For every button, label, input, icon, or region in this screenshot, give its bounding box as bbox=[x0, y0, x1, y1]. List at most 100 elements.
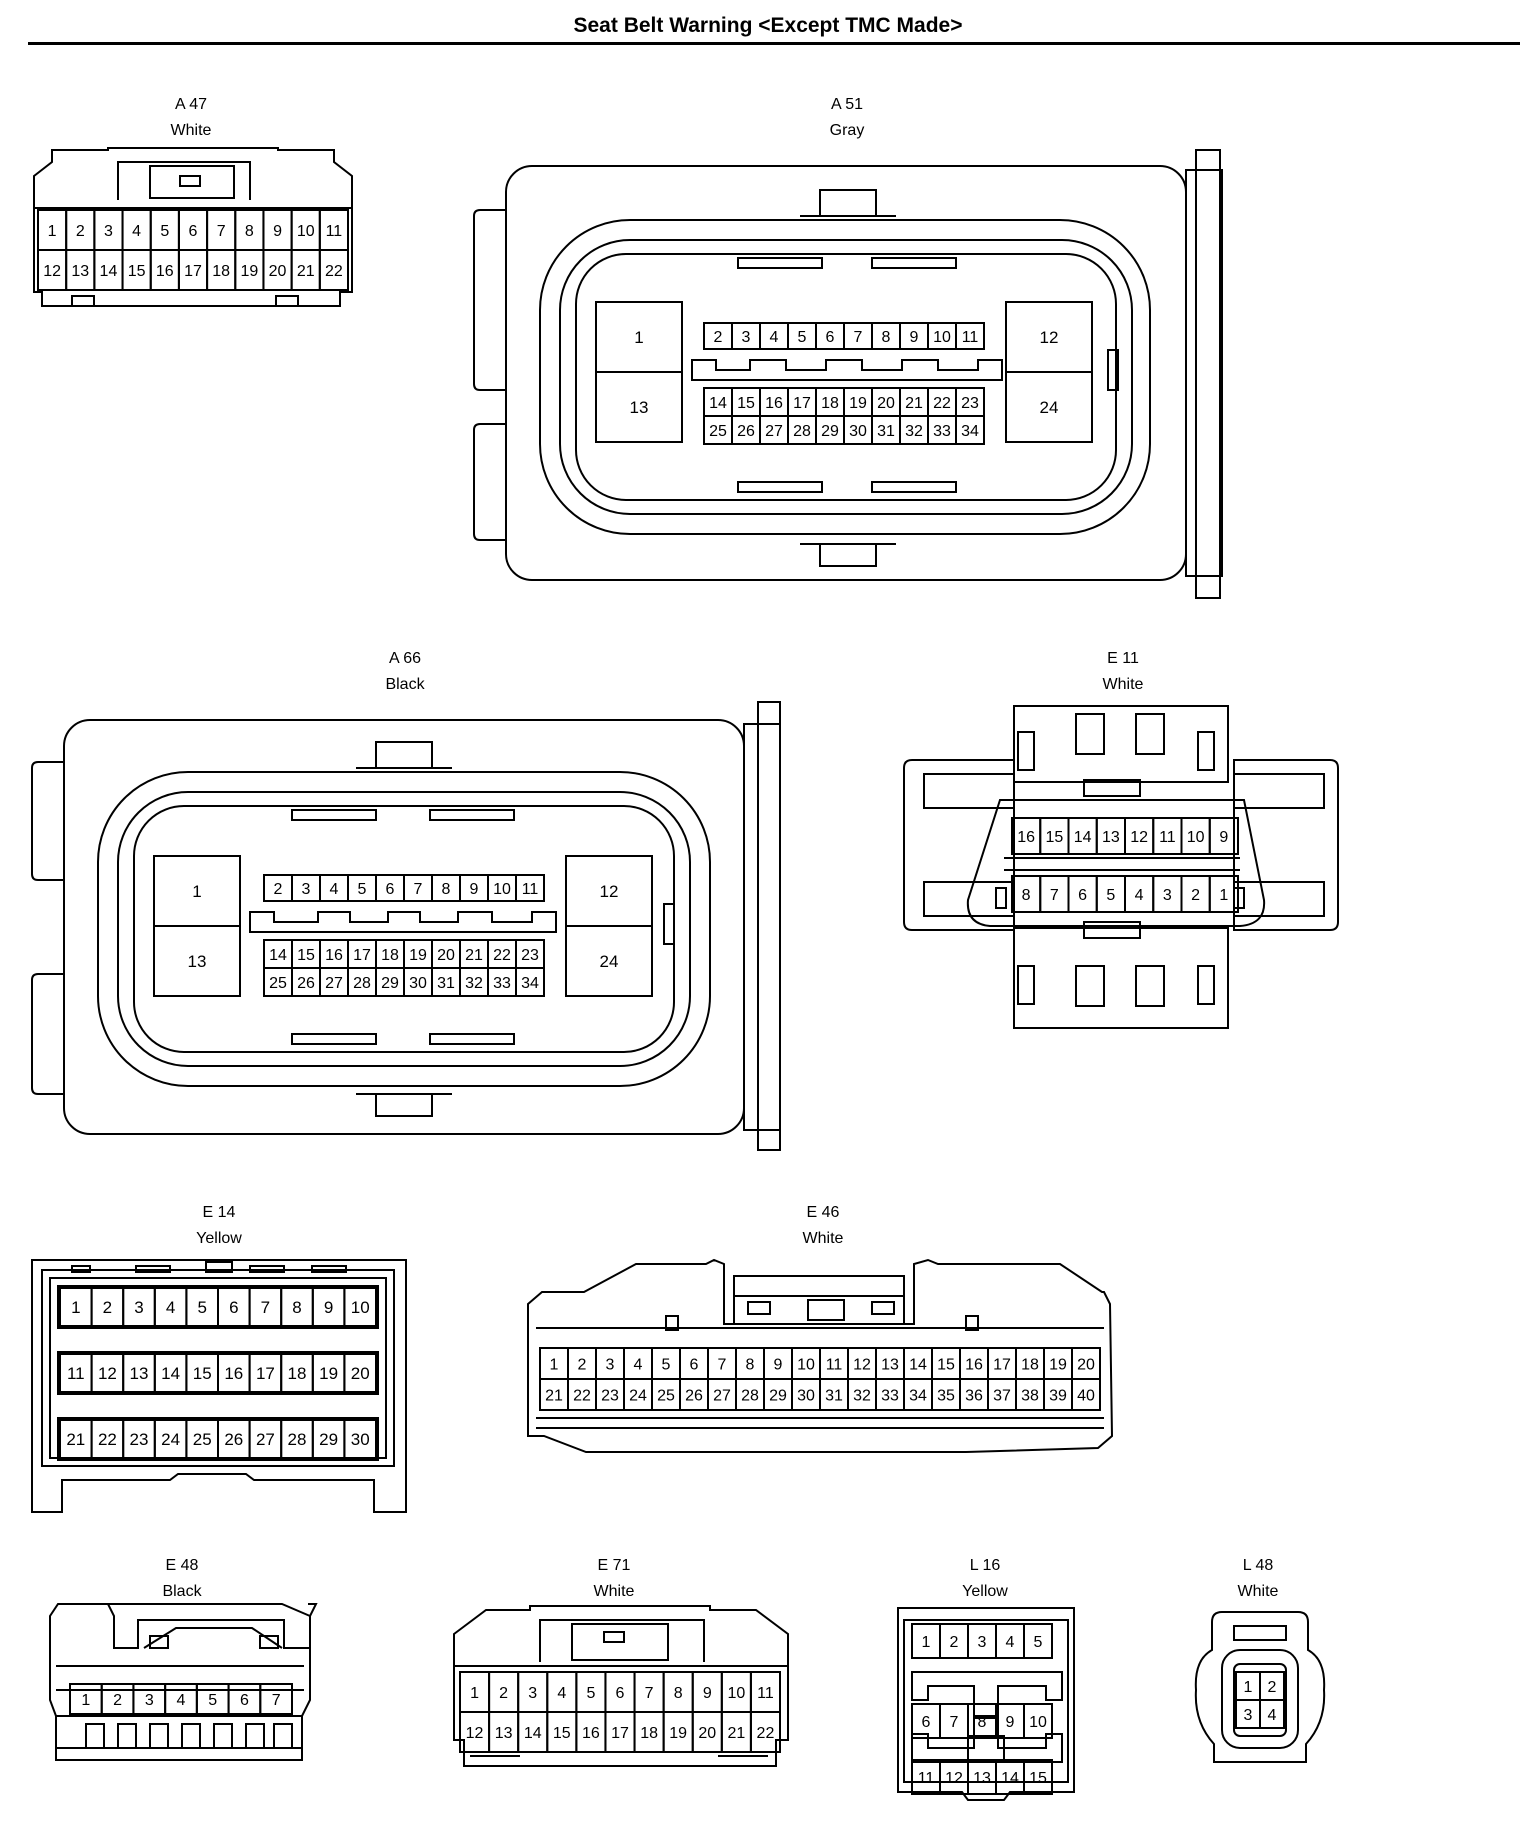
pin-cell bbox=[515, 874, 545, 902]
pin-number: 6 bbox=[229, 1298, 238, 1317]
pin-number: 5 bbox=[586, 1685, 595, 1702]
pin-number: 13 bbox=[495, 1725, 513, 1742]
pin-number: 20 bbox=[351, 1364, 370, 1383]
pin-number: 4 bbox=[166, 1298, 175, 1317]
pin-number: 7 bbox=[645, 1685, 654, 1702]
pin-number: 8 bbox=[442, 881, 451, 898]
connector-color: White bbox=[170, 122, 212, 139]
pin-number: 26 bbox=[297, 975, 315, 992]
pin-cell bbox=[1005, 371, 1093, 443]
pin-number: 14 bbox=[100, 263, 118, 280]
pin-number: 19 bbox=[409, 947, 427, 964]
pin-block: 1 13 bbox=[595, 301, 683, 443]
pin-number: 8 bbox=[978, 1714, 987, 1731]
pin-number: 27 bbox=[325, 975, 343, 992]
connector-label-e46: E 46 White bbox=[723, 1200, 923, 1252]
pin-number: 3 bbox=[742, 329, 751, 346]
connector-code: E 46 bbox=[806, 1204, 840, 1221]
pin-number: 25 bbox=[193, 1430, 212, 1449]
pin-number: 6 bbox=[922, 1714, 931, 1731]
pin-number: 12 bbox=[600, 882, 619, 901]
pin-number: 5 bbox=[208, 1692, 217, 1709]
pin-cell bbox=[565, 925, 653, 997]
connector-color: Yellow bbox=[196, 1230, 242, 1247]
pin-cell bbox=[153, 925, 241, 997]
pin-number: 14 bbox=[269, 947, 287, 964]
pin-cell bbox=[1259, 1699, 1285, 1729]
pin-number: 33 bbox=[933, 423, 951, 440]
pin-number: 9 bbox=[470, 881, 479, 898]
pin-number: 3 bbox=[1163, 887, 1172, 904]
pin-number: 16 bbox=[582, 1725, 600, 1742]
pin-number: 4 bbox=[330, 881, 339, 898]
pin-number: 16 bbox=[325, 947, 343, 964]
connector-label-a47: A 47 White bbox=[91, 92, 291, 144]
pin-block: 113 bbox=[153, 855, 241, 997]
pin-number: 26 bbox=[224, 1430, 243, 1449]
connector-label-e48: E 48 Black bbox=[82, 1553, 282, 1605]
pin-number: 14 bbox=[161, 1364, 180, 1383]
pin-number: 24 bbox=[161, 1430, 180, 1449]
pin-cell bbox=[595, 371, 683, 443]
pin-number: 11 bbox=[918, 1770, 935, 1787]
pin-number: 6 bbox=[690, 1356, 699, 1373]
pin-number: 19 bbox=[319, 1364, 338, 1383]
pin-number: 14 bbox=[709, 395, 727, 412]
pin-number: 1 bbox=[1219, 887, 1228, 904]
pin-number: 1 bbox=[550, 1356, 559, 1373]
connector-color: Yellow bbox=[962, 1583, 1008, 1600]
connector-color: Gray bbox=[829, 122, 865, 139]
pin-number: 3 bbox=[104, 223, 113, 240]
pin-cell bbox=[343, 1353, 377, 1393]
pin-number: 38 bbox=[1021, 1387, 1039, 1404]
pin-number: 16 bbox=[765, 395, 783, 412]
pin-number: 28 bbox=[741, 1387, 759, 1404]
pin-number: 14 bbox=[1074, 829, 1092, 846]
pin-number: 8 bbox=[245, 223, 254, 240]
pin-number: 13 bbox=[1102, 829, 1120, 846]
pin-number: 18 bbox=[288, 1364, 307, 1383]
pin-number: 4 bbox=[1006, 1634, 1015, 1651]
pin-number: 21 bbox=[465, 947, 483, 964]
pin-number: 2 bbox=[113, 1692, 122, 1709]
pin-number: 28 bbox=[288, 1430, 307, 1449]
pin-number: 2 bbox=[1268, 1679, 1277, 1696]
pin-cell bbox=[955, 415, 985, 445]
pin-number: 7 bbox=[950, 1714, 959, 1731]
connector-label-e71: E 71 White bbox=[514, 1553, 714, 1605]
pin-number: 6 bbox=[616, 1685, 625, 1702]
pin-number: 5 bbox=[160, 223, 169, 240]
pin-number: 9 bbox=[774, 1356, 783, 1373]
pin-number: 18 bbox=[821, 395, 839, 412]
pin-number: 29 bbox=[381, 975, 399, 992]
pin-number: 26 bbox=[737, 423, 755, 440]
pin-number: 9 bbox=[324, 1298, 333, 1317]
pin-number: 31 bbox=[437, 975, 455, 992]
connector-code: E 14 bbox=[202, 1204, 236, 1221]
pin-number: 13 bbox=[630, 398, 649, 417]
pin-number: 5 bbox=[662, 1356, 671, 1373]
pin-number: 15 bbox=[553, 1725, 571, 1742]
pin-number: 7 bbox=[718, 1356, 727, 1373]
pin-number: 9 bbox=[910, 329, 919, 346]
pin-number: 16 bbox=[156, 263, 174, 280]
pin-number: 9 bbox=[1219, 829, 1228, 846]
pin-number: 20 bbox=[877, 395, 895, 412]
pin-number: 30 bbox=[409, 975, 427, 992]
pin-number: 13 bbox=[188, 952, 207, 971]
connector-code: E 71 bbox=[597, 1557, 631, 1574]
pin-number: 19 bbox=[1049, 1356, 1067, 1373]
pin-number: 1 bbox=[634, 328, 643, 347]
pin-number: 15 bbox=[297, 947, 315, 964]
connector-code: A 66 bbox=[388, 650, 422, 667]
pin-number: 26 bbox=[685, 1387, 703, 1404]
pin-number: 10 bbox=[351, 1298, 370, 1317]
pin-number: 25 bbox=[709, 423, 727, 440]
